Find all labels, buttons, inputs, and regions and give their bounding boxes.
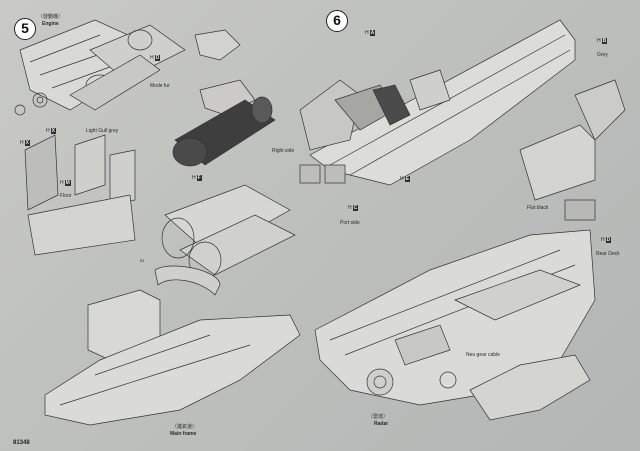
white-grey-label: Light Gull grey	[86, 128, 119, 134]
step-number-left: 5	[14, 18, 36, 40]
mode-fur-label: Mode fur	[150, 83, 170, 89]
radar-label: Radar	[374, 421, 389, 427]
right-side-label: Right side	[272, 148, 295, 154]
step-number-right: 6	[326, 10, 348, 32]
gear-cable-label: Neu gear cable	[466, 352, 500, 358]
engine-label: Engine	[42, 21, 59, 27]
main-frame-label: Main frame	[170, 431, 197, 437]
radar-label-cn: （雷達）	[368, 414, 389, 420]
floor-label: Floor	[60, 193, 72, 199]
rear-deck-label: Rear Deck	[596, 251, 620, 257]
engine-label-cn: （發動機）	[38, 14, 64, 20]
kit-number: 81348	[13, 440, 30, 446]
part-number-b1: B1	[140, 258, 145, 263]
flat-black-label: Flat black	[527, 205, 549, 211]
intake-label-cn: （進氣道）	[172, 424, 198, 430]
grey-label: Grey	[597, 52, 608, 58]
port-side-label: Port side	[340, 220, 360, 226]
